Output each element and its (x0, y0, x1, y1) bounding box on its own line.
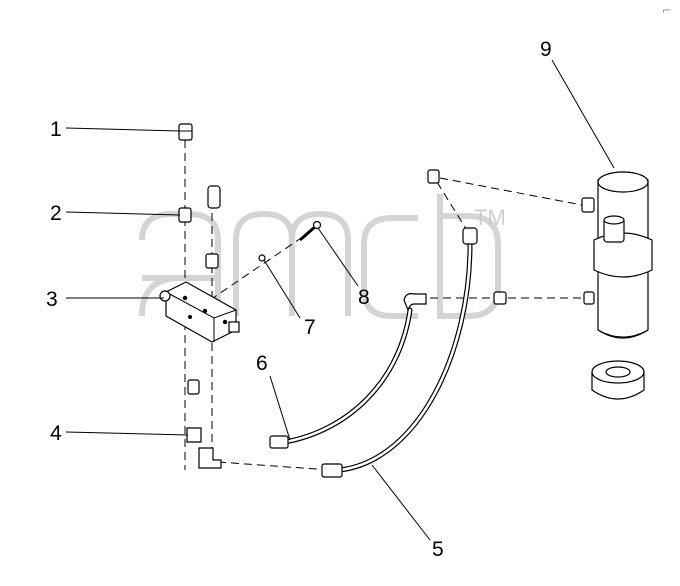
watermark-trademark: TM (474, 205, 506, 230)
callout-4: 4 (50, 422, 62, 445)
corner-mark: ⌐ (662, 4, 671, 17)
part-1-fitting (178, 123, 193, 141)
callout-7: 7 (304, 316, 316, 339)
cylinder-fittings (427, 169, 507, 305)
callout-6: 6 (256, 352, 268, 375)
part-3-valve-block (159, 281, 240, 343)
part-8-bolt (299, 220, 322, 242)
watermark-logo: TM (139, 194, 506, 319)
part-7-nut (258, 254, 266, 262)
part-2-fitting (178, 185, 221, 269)
callout-2: 2 (50, 202, 62, 225)
callout-1: 1 (50, 118, 62, 141)
callout-8: 8 (358, 286, 370, 309)
part-5-hose (321, 227, 478, 478)
part-9-cylinder (581, 171, 653, 339)
callouts: 1 2 3 4 5 6 7 8 9 (46, 38, 552, 561)
part-4-elbow (186, 379, 222, 469)
cylinder-ring (591, 360, 645, 400)
part-6-hose (269, 293, 427, 449)
assembly-lines (184, 140, 585, 471)
callout-9: 9 (540, 38, 552, 61)
leader-lines (65, 59, 615, 541)
callout-5: 5 (432, 538, 444, 561)
callout-3: 3 (46, 288, 58, 311)
